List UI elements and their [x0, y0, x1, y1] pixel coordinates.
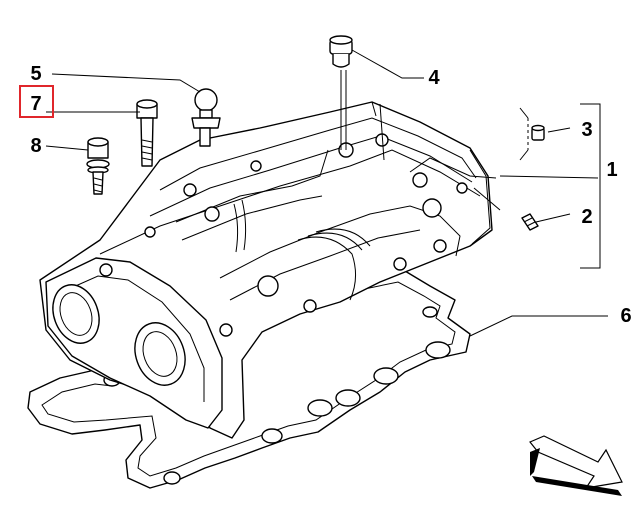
- callout-labels: 1 2 3 4 5 6 7 8: [19, 63, 632, 327]
- orientation-arrow-icon: [529, 435, 623, 496]
- callout-4: 4: [428, 67, 440, 89]
- callout-7: 7: [30, 93, 41, 115]
- oil-filler-cap-part[interactable]: [329, 35, 353, 150]
- callout-6: 6: [620, 305, 631, 327]
- ball-stud-part[interactable]: [191, 88, 221, 147]
- bolt-part[interactable]: [136, 99, 158, 167]
- callout-1: 1: [606, 159, 617, 181]
- leader-lines: [45, 49, 608, 337]
- callout-7-highlight-box: [19, 85, 54, 118]
- callout-3: 3: [581, 119, 592, 141]
- callout-8: 8: [30, 135, 41, 157]
- grub-screw-part[interactable]: [521, 213, 539, 231]
- plug-part[interactable]: [531, 124, 545, 141]
- callout-2: 2: [581, 206, 592, 228]
- bolt-with-washer-part[interactable]: [86, 137, 110, 195]
- callout-5: 5: [30, 63, 41, 85]
- cylinder-head-cover-part[interactable]: [39, 101, 493, 439]
